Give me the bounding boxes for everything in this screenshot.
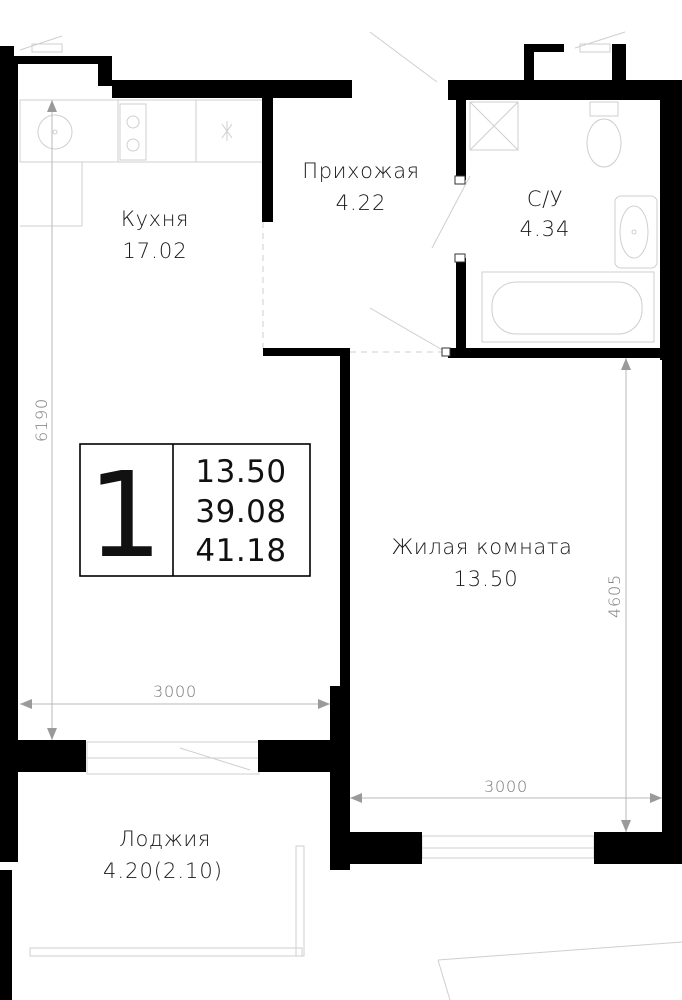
kitchen-width-label: 3000 — [153, 682, 197, 701]
dimension-lines — [20, 100, 662, 832]
door-swings — [19, 31, 682, 1000]
sink-icon — [37, 114, 73, 150]
fridge-icon — [221, 121, 233, 141]
living-width-label: 3000 — [484, 777, 528, 796]
openings — [262, 222, 447, 353]
stove-icon — [119, 103, 147, 161]
badge-frame — [79, 443, 311, 577]
kitchen-length-label: 6190 — [32, 398, 51, 442]
toilet-icon — [586, 101, 622, 168]
shower-icon — [469, 101, 519, 151]
living-area-value: 13.50 — [195, 454, 286, 490]
area-summary-badge: 1 13.50 39.08 41.18 — [79, 443, 311, 584]
kitchen-area: 17.02 — [122, 239, 187, 263]
loggia-area: 4.20(2.10) — [103, 859, 223, 883]
loggia-name: Лоджия — [119, 827, 211, 851]
hallway-name: Прихожая — [302, 159, 419, 183]
hallway-area: 4.22 — [336, 191, 387, 215]
bathtub-icon — [481, 271, 655, 343]
living-length-label: 4605 — [605, 574, 624, 618]
walls — [0, 44, 682, 1000]
bathroom-name: С/У — [527, 187, 563, 211]
living-room-name: Жилая комната — [391, 535, 572, 559]
washbasin-icon — [614, 195, 658, 269]
wall-posts — [441, 175, 466, 357]
fixtures — [19, 31, 682, 1000]
kitchen-name: Кухня — [121, 207, 189, 231]
living-room-area: 13.50 — [453, 567, 518, 591]
total-area-value: 41.18 — [195, 533, 286, 569]
area-without-loggia-value: 39.08 — [195, 494, 286, 530]
room-count: 1 — [87, 446, 162, 584]
dimension-arrows — [20, 100, 662, 832]
bathroom-area: 4.34 — [520, 217, 571, 241]
